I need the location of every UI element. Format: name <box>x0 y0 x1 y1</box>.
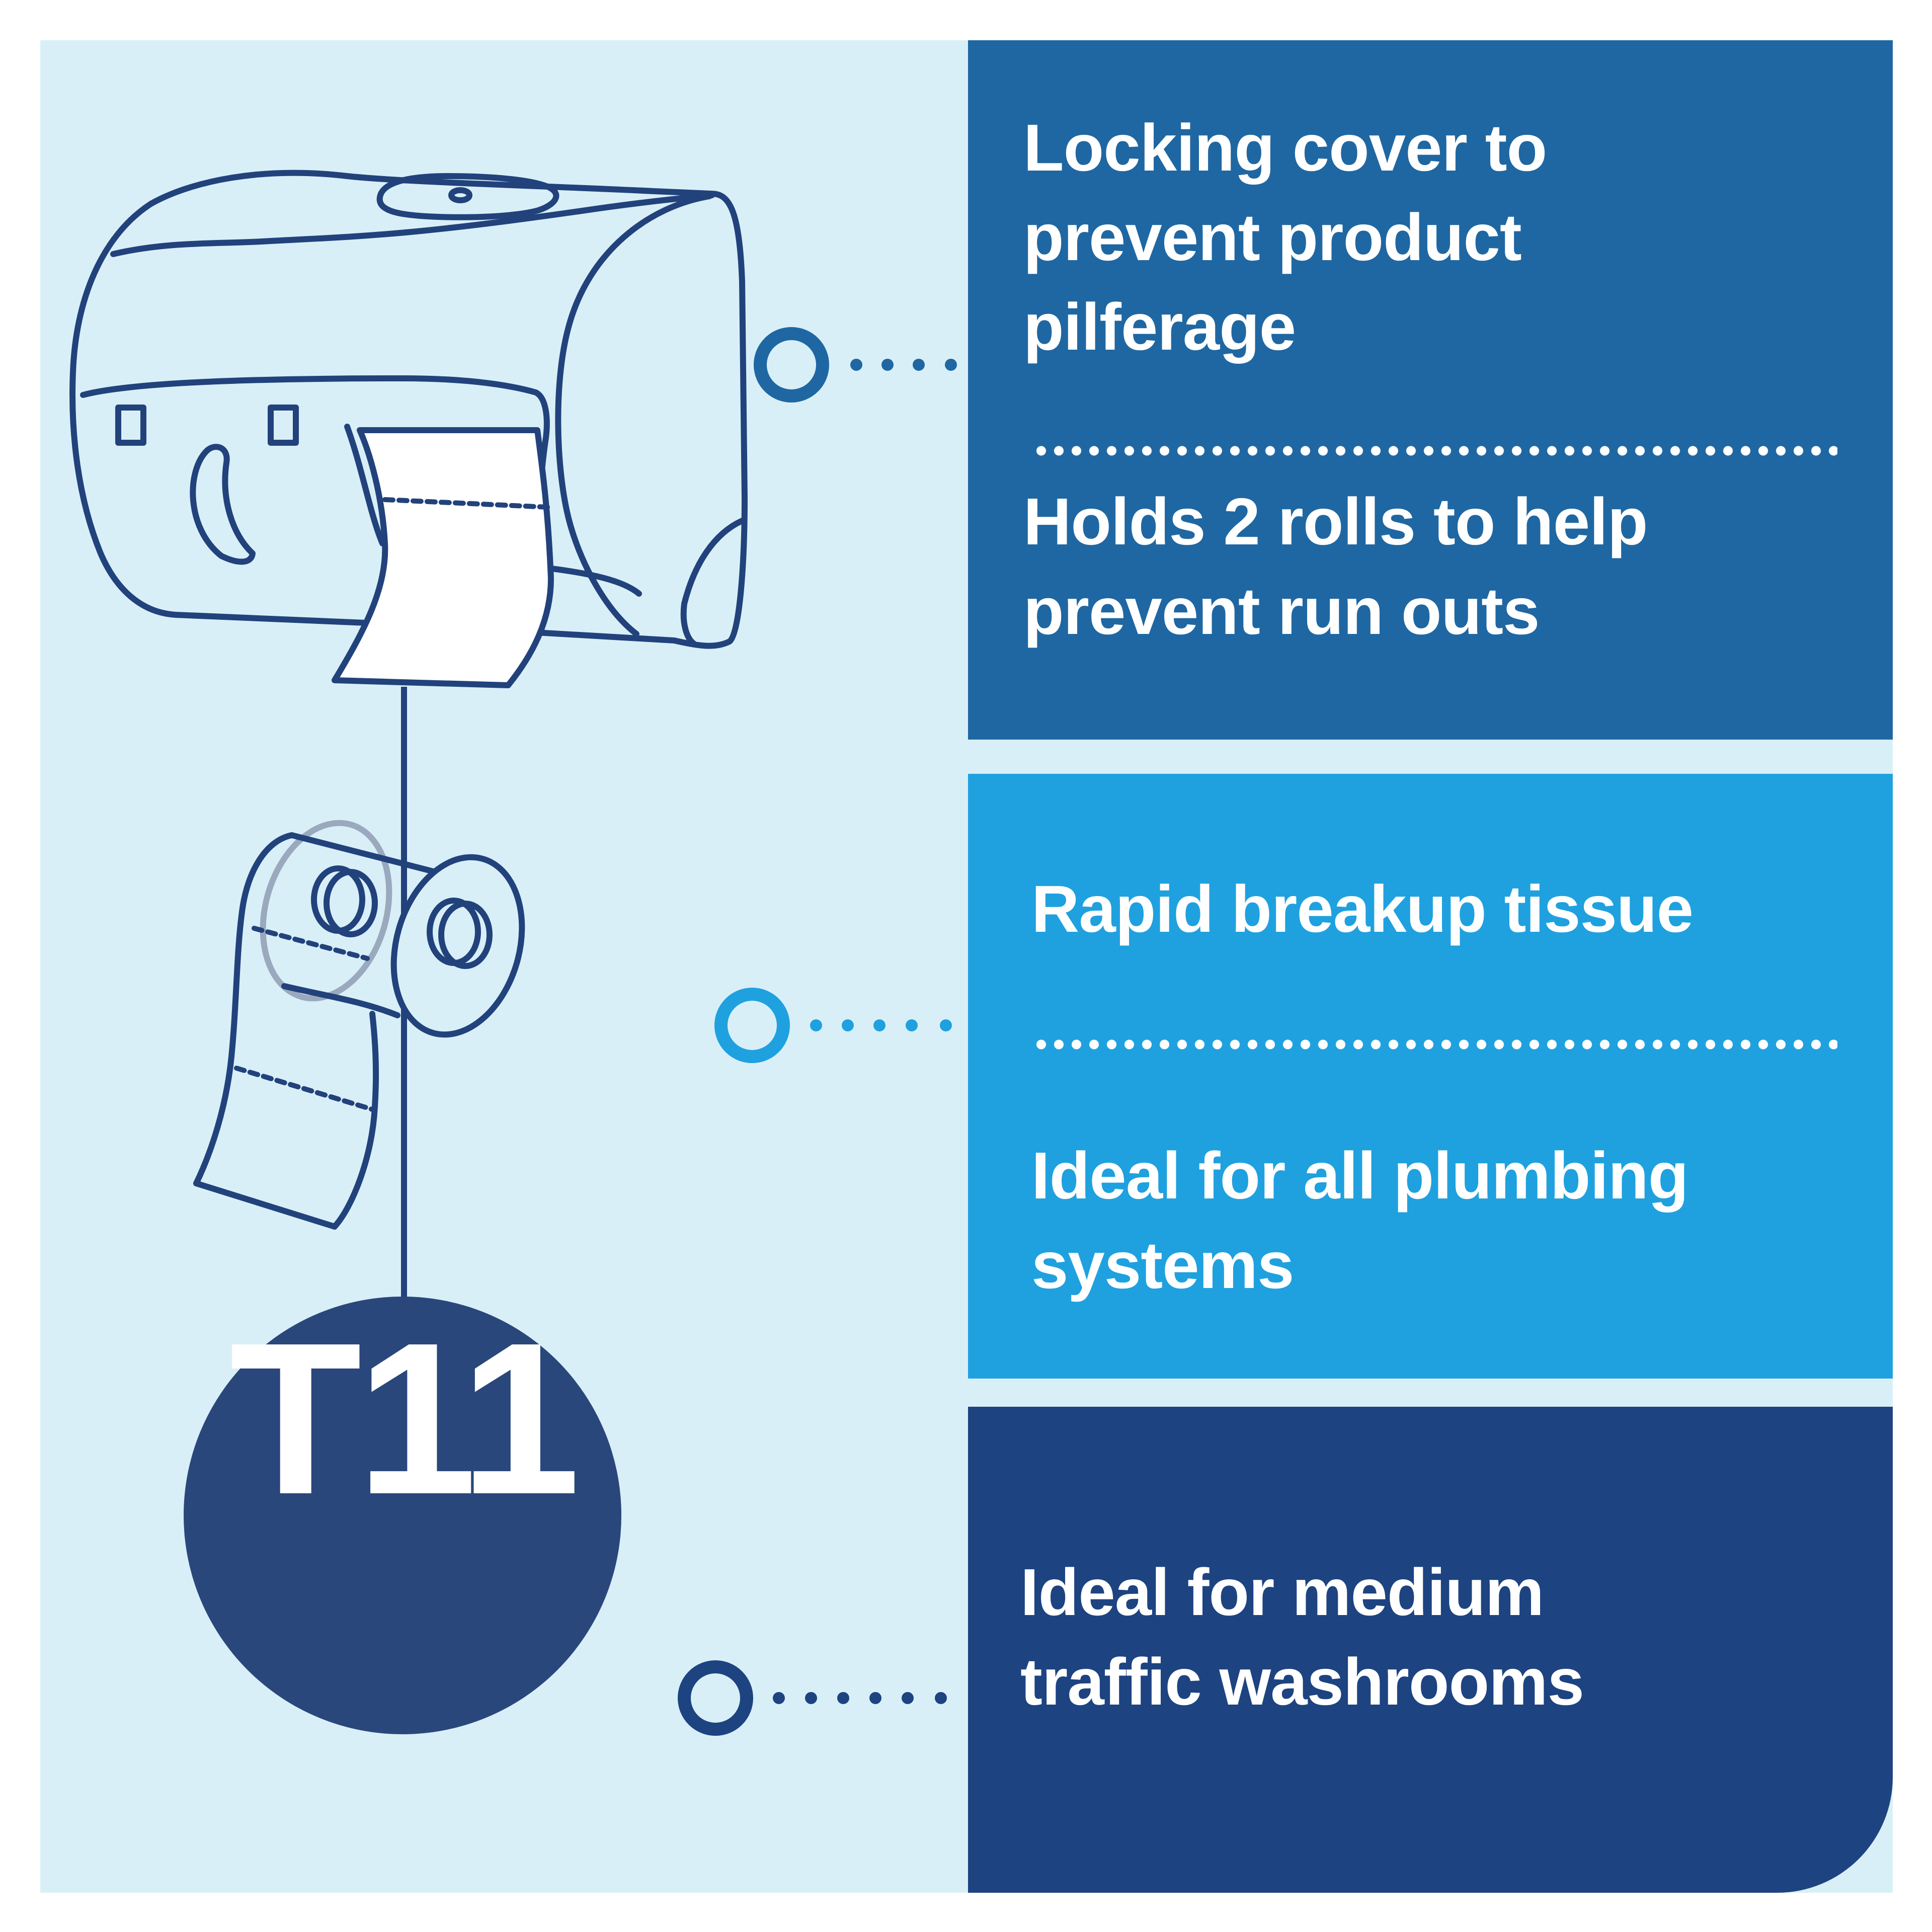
panel-divider <box>1032 446 1837 456</box>
feature-panel-3: Ideal for medium traffic washrooms <box>968 1407 1893 1893</box>
connector-dots-2 <box>810 1019 952 1031</box>
rolls-icon <box>193 820 525 1230</box>
connector-dots-1 <box>850 359 957 371</box>
connector-markers <box>678 327 957 1736</box>
panel-divider <box>1032 1039 1837 1050</box>
connector-circle-3 <box>678 1660 753 1736</box>
feature-medium-traffic: Ideal for medium traffic washrooms <box>1020 1555 1584 1719</box>
connector-dots-3 <box>773 1692 947 1704</box>
t11-badge-label: T11 <box>229 1298 580 1540</box>
connector-circle-2 <box>714 988 790 1063</box>
feature-plumbing: Ideal for all plumbing systems <box>1031 1139 1688 1302</box>
feature-rapid-breakup: Rapid breakup tissue <box>1031 872 1694 946</box>
feature-panel-1: Locking cover to prevent product pilfera… <box>968 40 1893 740</box>
connector-circle-1 <box>754 327 829 403</box>
dispenser-icon <box>69 170 748 688</box>
feature-holds-two-rolls: Holds 2 rolls to help prevent run outs <box>1023 485 1648 648</box>
t11-badge <box>184 1297 621 1734</box>
feature-panel-2: Rapid breakup tissue Ideal for all plumb… <box>968 774 1893 1379</box>
feature-locking-cover: Locking cover to prevent product pilfera… <box>1023 111 1547 364</box>
